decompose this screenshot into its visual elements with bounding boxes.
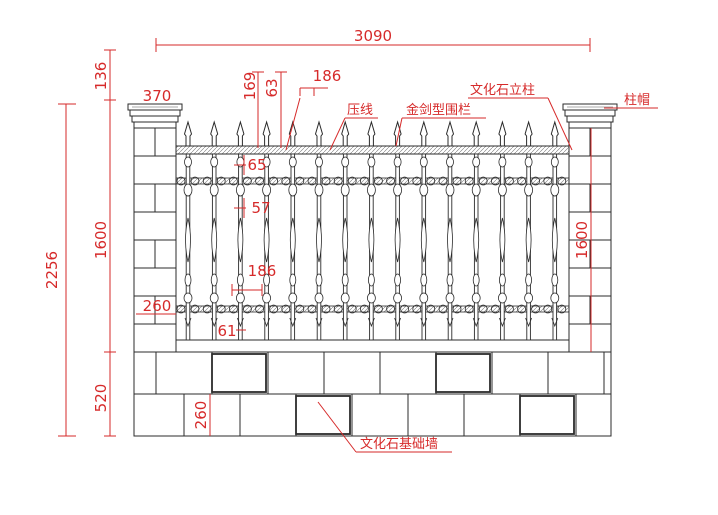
dimension-ornament: 186 61 <box>217 262 276 340</box>
dimension-label: 1600 <box>573 221 591 259</box>
dimension-label: 3090 <box>354 27 392 45</box>
dimension-label: 1600 <box>92 221 110 259</box>
dimension-pillar-width: 370 <box>143 87 172 105</box>
railing <box>175 120 570 353</box>
callout-pillar-cap: 柱帽 <box>604 92 658 109</box>
dimension-label: 520 <box>92 384 110 413</box>
dimension-label: 186 <box>248 262 277 280</box>
dimension-left-chain: 136 1600 520 <box>92 49 116 437</box>
picket <box>228 120 252 341</box>
callout-pressure-line: 压线 <box>329 103 378 151</box>
callout-label: 文化石立柱 <box>470 83 535 98</box>
dimension-spear: 169 63 186 <box>241 67 342 151</box>
dimension-label: 57 <box>251 199 270 217</box>
base-wall <box>133 351 612 437</box>
picket-group <box>176 120 567 341</box>
dimension-label: 260 <box>143 297 172 315</box>
dimension-base-brick: 260 <box>192 394 211 436</box>
right-pillar-cap <box>562 103 618 129</box>
callout-label: 金剑型围栏 <box>406 102 471 118</box>
left-pillar <box>133 127 177 353</box>
picket <box>412 120 436 341</box>
picket <box>176 120 200 341</box>
callout-label: 柱帽 <box>624 92 650 108</box>
dimension-bar-spacing: 65 57 <box>234 155 271 218</box>
picket <box>307 120 331 341</box>
dimension-label: 370 <box>143 87 172 105</box>
callout-label: 压线 <box>347 103 373 118</box>
dimension-pillar-brick: 260 <box>136 297 176 315</box>
picket <box>333 120 357 341</box>
picket <box>490 120 514 341</box>
right-pillar <box>568 127 612 353</box>
callout-base-wall: 文化石基础墙 <box>317 401 452 453</box>
dimension-overall-width: 3090 <box>155 27 591 52</box>
picket <box>517 120 540 341</box>
left-pillar-cap <box>127 103 183 129</box>
dimension-label: 2256 <box>43 251 61 289</box>
dimension-right-height: 1600 <box>573 128 592 352</box>
dimension-label: 169 <box>241 72 259 101</box>
dimension-label: 65 <box>247 156 266 174</box>
picket <box>543 120 567 341</box>
picket <box>255 120 279 341</box>
picket <box>464 120 488 341</box>
callout-stone-pillar: 文化石立柱 <box>468 83 573 151</box>
callout-label: 文化石基础墙 <box>360 437 438 452</box>
dimension-overall-height: 2256 <box>43 103 76 437</box>
dimension-label: 186 <box>313 67 342 85</box>
picket <box>438 120 462 341</box>
dimension-label: 61 <box>217 322 236 340</box>
picket <box>281 120 305 341</box>
picket <box>359 120 383 341</box>
dimension-label: 260 <box>192 401 210 430</box>
dimension-label: 136 <box>92 62 110 91</box>
callout-sword-railing: 金剑型围栏 <box>395 102 486 147</box>
picket <box>202 120 226 341</box>
dimension-label: 63 <box>263 78 281 97</box>
